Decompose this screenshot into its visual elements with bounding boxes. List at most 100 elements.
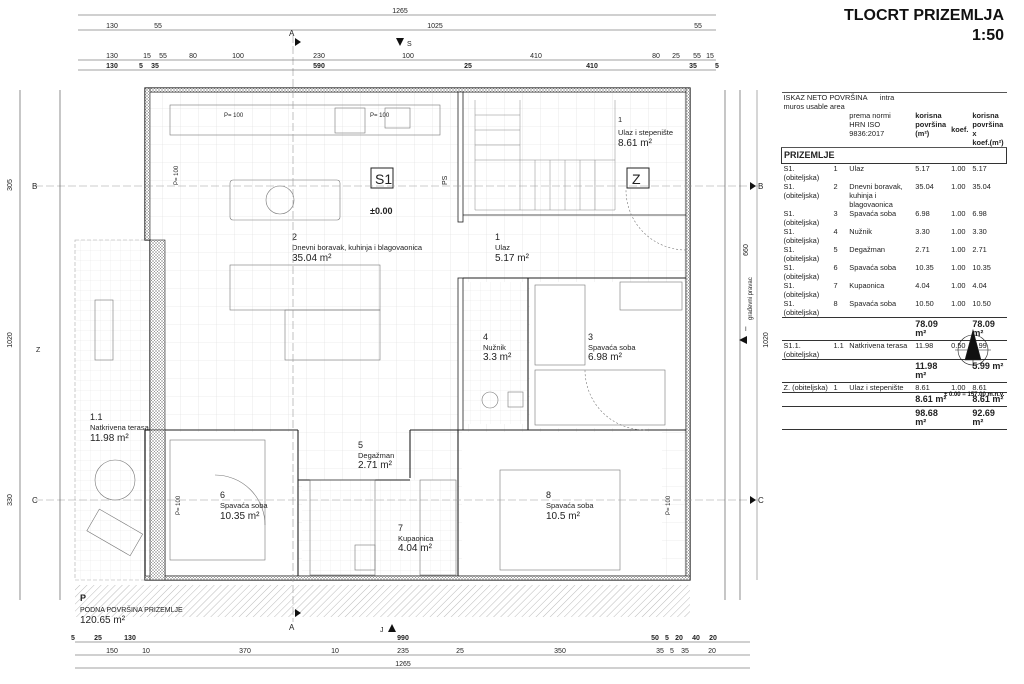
floor-mark: P xyxy=(80,593,86,603)
floor-area-value: 120.65 m² xyxy=(80,615,126,626)
row-unit: S1. (obiteljska) xyxy=(783,209,820,227)
row-name: Kupaonica xyxy=(849,281,885,290)
bedroom-floor-3 xyxy=(530,282,686,428)
unit-tag-z-box xyxy=(626,167,650,189)
bathroom-floor xyxy=(302,480,458,578)
dimension-label: 1025 xyxy=(427,23,443,30)
row-area: 10.50 xyxy=(915,299,934,308)
room-name: Spavaća soba xyxy=(588,343,636,352)
room-label-bedroom-3: 3 Spavaća soba 6.98 m² xyxy=(588,332,636,363)
row-total: 2.71 xyxy=(972,245,987,254)
dimension-lines xyxy=(19,14,750,669)
section-z: Z xyxy=(36,347,41,354)
dimension-label: 55 xyxy=(154,23,162,30)
dimension-label: 35 xyxy=(151,63,159,70)
drawing-title-text: TLOCRT PRIZEMLJA xyxy=(844,7,1004,24)
row-no: 2 xyxy=(833,182,838,191)
room-area: 4.04 m² xyxy=(398,543,433,554)
bathtub xyxy=(419,479,457,576)
shower xyxy=(309,479,376,576)
dimension-label: 25 xyxy=(94,635,102,642)
dimension-label: 20 xyxy=(675,635,683,642)
row-unit: S1. (obiteljska) xyxy=(783,263,820,281)
room-area: 6.98 m² xyxy=(588,352,623,363)
room-label-toilet: 4 Nužnik 3.3 m² xyxy=(483,332,512,363)
dimension-label: 130 xyxy=(124,635,136,642)
svg-text:P= 100: P= 100 xyxy=(370,113,390,119)
dimension-label: 370 xyxy=(239,648,251,655)
grand-total-total: 92.69 m² xyxy=(970,406,1007,430)
row-koef: 0.50 xyxy=(951,341,966,350)
section-prizemlje: PRIZEMLJE xyxy=(781,147,1007,164)
dimension-label: 35 xyxy=(681,648,689,655)
elevation-mark: ±0.00 xyxy=(370,206,392,216)
row-total: 35.04 xyxy=(972,182,991,191)
furniture xyxy=(86,104,687,576)
row-no: 3 xyxy=(833,209,838,218)
row-name: Spavaća soba xyxy=(849,209,897,218)
col-norm: prema normi xyxy=(849,111,891,120)
section-markers: A A S J B B C C I Z xyxy=(32,29,764,634)
room-label-bathroom: 7 Kupaonica 4.04 m² xyxy=(398,523,434,554)
north-section-arrow-icon xyxy=(396,38,404,46)
dimension-label: 15 xyxy=(143,53,151,60)
row-total: 5.99 xyxy=(972,341,987,350)
col-area-koef: površina x xyxy=(972,120,1004,138)
section-arrow-icon xyxy=(750,182,756,190)
dimension-label: 410 xyxy=(530,53,542,60)
room-number: 2 xyxy=(292,232,297,242)
row-unit: S1. (obiteljska) xyxy=(783,245,820,263)
col-area-koef: koef.(m²) xyxy=(972,138,1004,147)
row-no: 1 xyxy=(833,164,838,173)
row-no: 1.1 xyxy=(833,341,844,350)
section-c-left: C xyxy=(32,496,38,505)
room-name: Ulaz xyxy=(495,243,510,252)
room-number: 1 xyxy=(618,115,622,124)
dimension-label: 130 xyxy=(106,53,118,60)
dimension-label: 50 xyxy=(651,635,659,642)
room-name: Nužnik xyxy=(483,343,506,352)
row-unit: S1. (obiteljska) xyxy=(783,164,820,182)
dimension-label: 5 xyxy=(670,648,674,655)
row-koef: 1.00 xyxy=(951,227,966,236)
dimension-label: 990 xyxy=(397,635,409,642)
row-unit: S1. (obiteljska) xyxy=(783,299,820,317)
section-b-left: B xyxy=(32,182,37,191)
shower-2 xyxy=(619,281,683,311)
room-label-entry: 1 Ulaz 5.17 m² xyxy=(495,232,530,264)
row-area: 4.04 xyxy=(915,281,930,290)
dimension-label: 5 xyxy=(665,635,669,642)
dimension-label: 230 xyxy=(313,53,325,60)
subtotal-total: 5.99 m² xyxy=(970,359,1007,383)
sink xyxy=(507,391,524,408)
dimension-label: 235 xyxy=(397,648,409,655)
toilet xyxy=(481,391,499,409)
room-label-hallway: 5 Degažman 2.71 m² xyxy=(358,440,394,471)
section-arrow-icon xyxy=(295,609,301,617)
room-area: 5.17 m² xyxy=(495,253,530,264)
unit-tag-s1-box xyxy=(370,167,394,189)
row-no: 5 xyxy=(833,245,838,254)
room-area: 3.3 m² xyxy=(483,352,512,363)
row-total: 8.61 xyxy=(972,383,987,392)
dimension-label: 55 xyxy=(694,23,702,30)
row-koef: 1.00 xyxy=(951,164,966,173)
row-area: 35.04 xyxy=(915,182,934,191)
bed-3 xyxy=(534,369,666,426)
bedroom-floor-8 xyxy=(462,432,662,578)
room-label-stair-entry: 1 Ulaz i stepenište 8.61 m² xyxy=(618,115,673,149)
room-label-bedroom-8: 8 Spavaća soba 10.5 m² xyxy=(546,490,594,522)
room-name: Spavaća soba xyxy=(220,501,268,510)
section-arrow-icon xyxy=(388,624,396,632)
dimension-label: 35 xyxy=(689,63,697,70)
col-area-koef: korisna xyxy=(972,111,999,120)
drawing-scale: 1:50 xyxy=(971,27,1004,44)
dimension-label: 1020 xyxy=(7,332,14,348)
room-name: Spavaća soba xyxy=(546,501,594,510)
table-subheading: intra muros usable area xyxy=(783,93,895,111)
section-lines xyxy=(35,35,760,622)
